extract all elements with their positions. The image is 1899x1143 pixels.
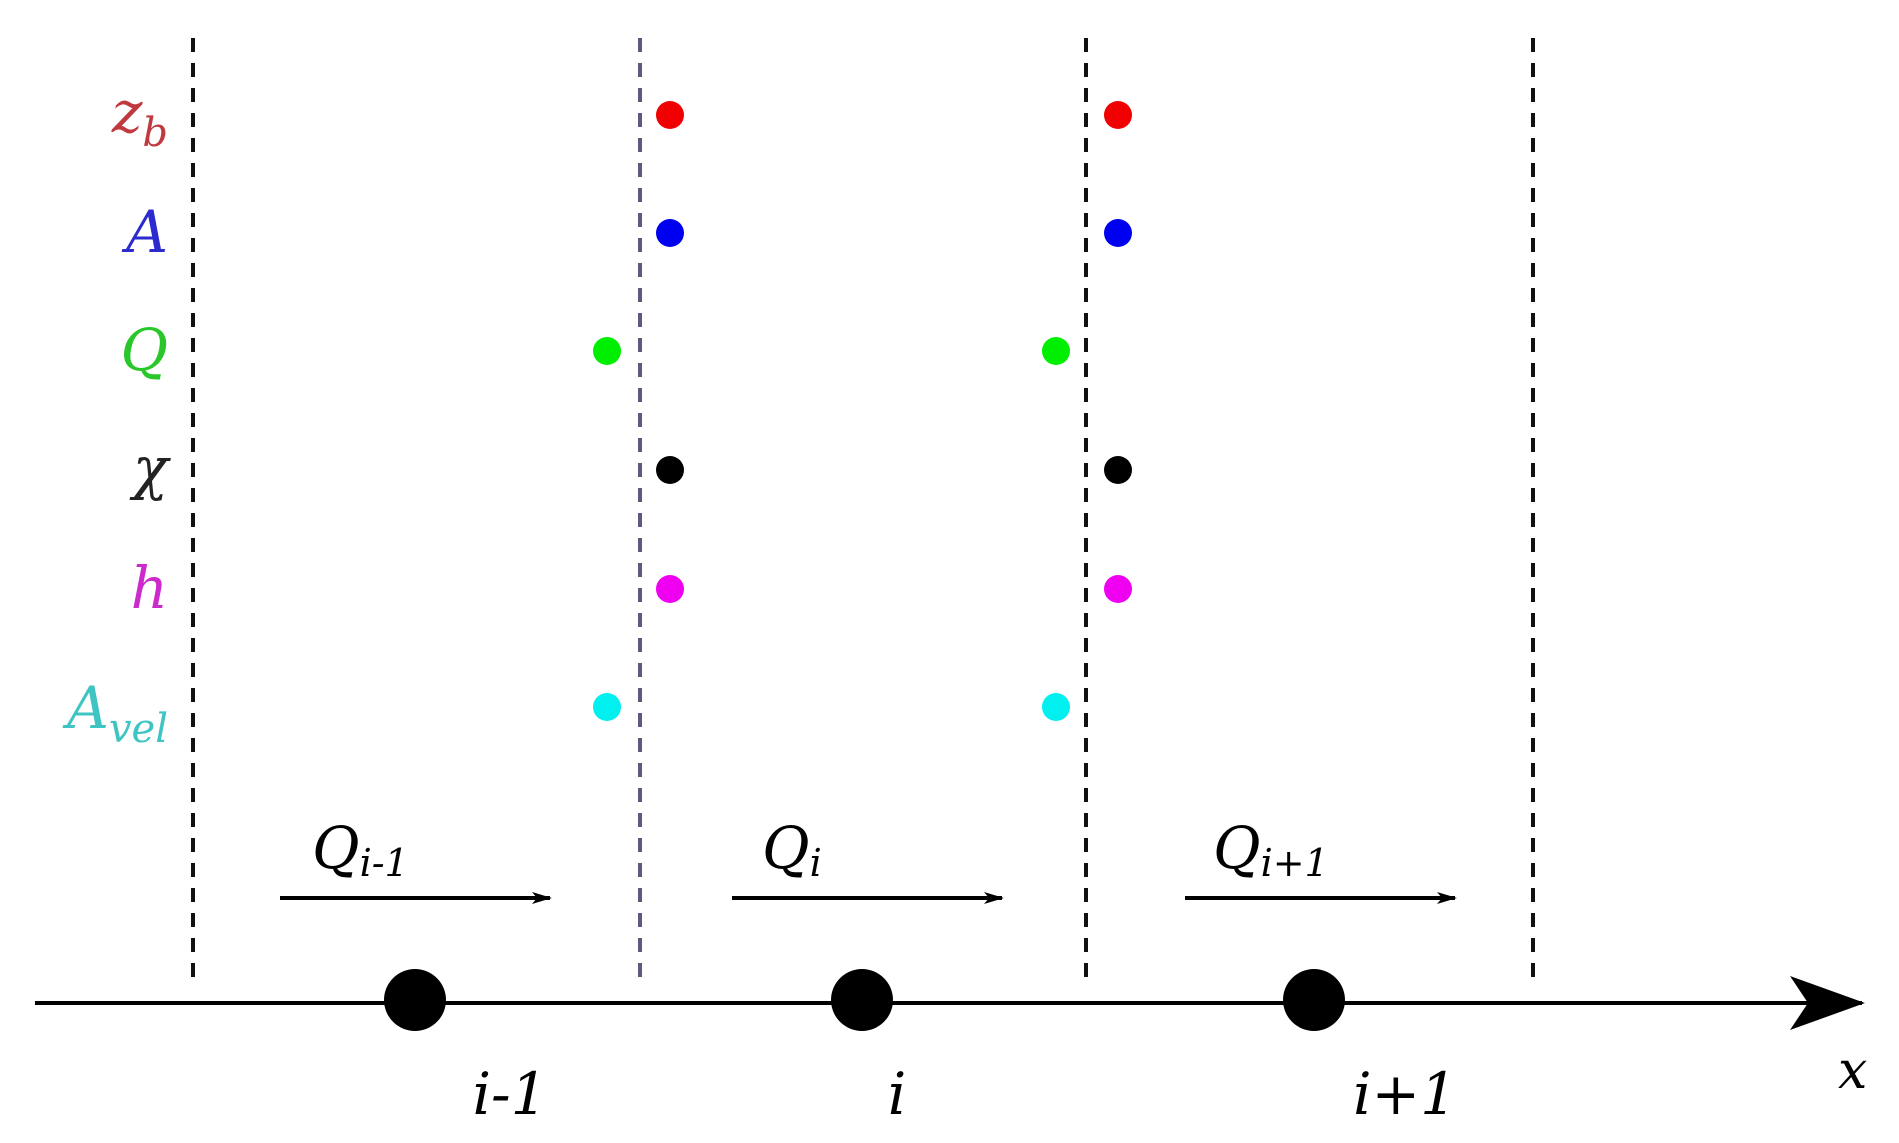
variable-label-h: h	[131, 554, 168, 622]
dot-zb-face-1	[656, 101, 684, 129]
dot-h-face-1	[656, 575, 684, 603]
variable-label-zb: zb	[111, 78, 168, 156]
cell-boundaries	[191, 38, 1535, 985]
variable-labels: zb A Q χ h Avel	[62, 78, 171, 752]
dot-Q-face-2	[1042, 337, 1070, 365]
dot-A-face-1	[656, 219, 684, 247]
dot-Avel-face-1	[593, 693, 621, 721]
dot-chi-face-1	[656, 456, 684, 484]
x-axis-label: x	[1838, 1041, 1867, 1101]
node-label-2: i+1	[1353, 1060, 1457, 1128]
x-axis: x	[35, 976, 1867, 1101]
variable-dots	[593, 101, 1132, 721]
flux-label-0: Qi-1	[312, 814, 409, 885]
flux-arrows: Qi-1 Qi Qi+1	[280, 814, 1457, 904]
variable-label-Q: Q	[120, 316, 168, 384]
flux-label-2: Qi+1	[1213, 814, 1329, 885]
flux-label-1: Qi	[762, 814, 822, 885]
x-axis-arrowhead	[1790, 976, 1865, 1030]
dot-h-face-2	[1104, 575, 1132, 603]
cell-node-1	[831, 969, 893, 1031]
variable-label-A: A	[121, 198, 168, 266]
dot-zb-face-2	[1104, 101, 1132, 129]
cell-node-0	[384, 969, 446, 1031]
dot-Q-face-1	[593, 337, 621, 365]
dot-Avel-face-2	[1042, 693, 1070, 721]
variable-label-Avel: Avel	[62, 674, 168, 752]
dot-A-face-2	[1104, 219, 1132, 247]
dot-chi-face-2	[1104, 456, 1132, 484]
cell-nodes: i-1 i i+1	[384, 969, 1457, 1128]
node-label-1: i	[888, 1060, 907, 1128]
cell-node-2	[1283, 969, 1345, 1031]
node-label-0: i-1	[472, 1060, 547, 1128]
variable-label-chi: χ	[129, 434, 171, 502]
